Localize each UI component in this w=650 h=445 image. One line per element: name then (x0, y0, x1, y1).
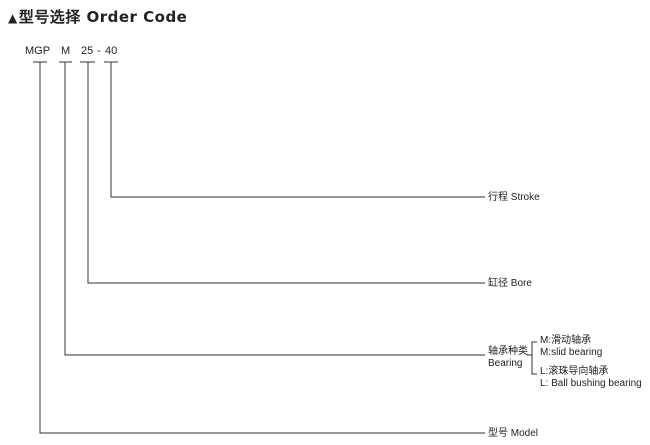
code-bearing: M (61, 45, 71, 57)
bearing-leader (64, 62, 485, 356)
code-bore: 25 (81, 45, 94, 57)
bearing-label-cn: 轴承种类 (488, 346, 528, 357)
bore-leader (87, 62, 485, 284)
code-stroke: 40 (105, 45, 118, 57)
page-title: ▲型号选择 Order Code (8, 6, 187, 27)
bearing-option-l-en: L: Ball bushing bearing (540, 378, 642, 389)
bearing-option-m-en: M:slid bearing (540, 347, 603, 358)
bearing-option-m-cn: M:滑动轴承 (540, 335, 592, 346)
bore-label: 缸径 Bore (488, 278, 532, 289)
code-model: MGP (25, 45, 51, 57)
code-dash: - (97, 45, 101, 57)
title-text: 型号选择 Order Code (18, 8, 188, 26)
bearing-bracket (531, 341, 537, 375)
bearing-label-en: Bearing (488, 358, 523, 369)
model-label: 型号 Model (488, 428, 539, 439)
stroke-leader (110, 62, 485, 198)
bearing-option-l-cn: L:滚珠导向轴承 (540, 366, 609, 377)
stroke-label: 行程 Stroke (488, 192, 540, 203)
model-leader (39, 62, 485, 434)
triangle-icon: ▲ (8, 11, 18, 25)
